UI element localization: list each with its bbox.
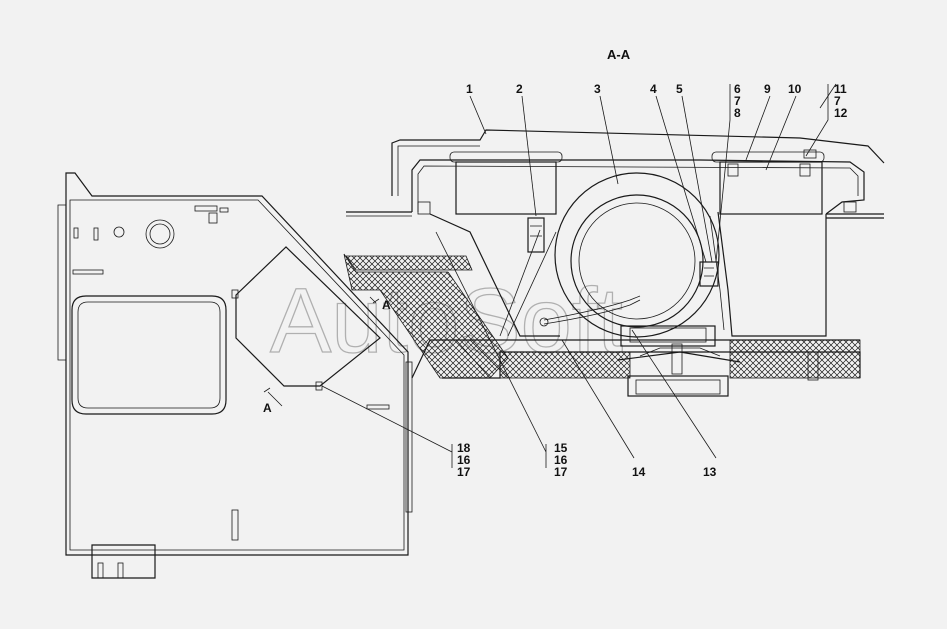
callout-8: 8	[734, 106, 741, 120]
callout-6: 6	[734, 82, 741, 96]
callout-16b: 16	[457, 453, 471, 467]
callout-17: 17	[554, 465, 568, 479]
cab-side-view	[57, 172, 413, 579]
callout-4: 4	[650, 82, 657, 96]
section-view	[343, 129, 885, 397]
leader-lines	[321, 83, 837, 468]
callout-10: 10	[788, 82, 802, 96]
callout-13: 13	[703, 465, 717, 479]
callout-labels: 1 2 3 4 5 6 7 8 9 10 11 7 12 15 16 17 14…	[457, 82, 848, 479]
callout-16: 16	[554, 453, 568, 467]
callout-17b: 17	[457, 465, 471, 479]
callout-7b: 7	[834, 94, 841, 108]
section-marker-lower: A	[263, 401, 272, 415]
callout-15: 15	[554, 441, 568, 455]
callout-9: 9	[764, 82, 771, 96]
callout-11: 11	[834, 82, 847, 96]
section-title: A-A	[607, 47, 631, 62]
callout-14: 14	[632, 465, 646, 479]
callout-18: 18	[457, 441, 471, 455]
callout-1: 1	[466, 82, 473, 96]
callout-7: 7	[734, 94, 741, 108]
callout-5: 5	[676, 82, 683, 96]
callout-2: 2	[516, 82, 523, 96]
callout-12: 12	[834, 106, 848, 120]
section-marker-upper: A	[382, 298, 391, 312]
callout-3: 3	[594, 82, 601, 96]
